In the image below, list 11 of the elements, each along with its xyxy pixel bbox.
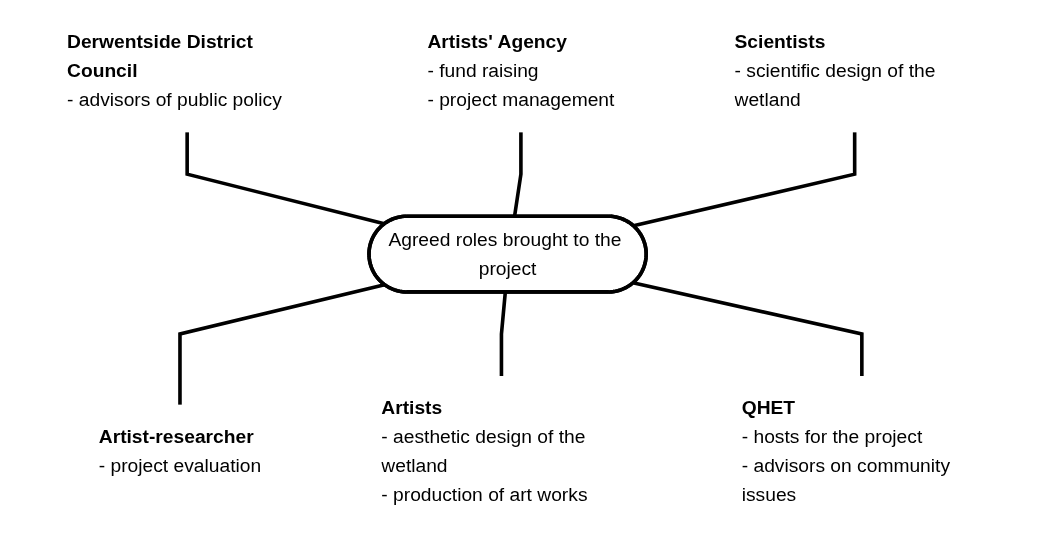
connector [499, 292, 508, 376]
node-text: Artists' Agency - fund raising - project management [427, 31, 615, 110]
node-text: Derwentside District Council - advisors of public policy [67, 31, 282, 110]
node-text: QHET - hosts for the project - advisors on community issues [741, 397, 951, 505]
node-text: Scientists - scientific design of the wetland [734, 31, 936, 110]
node-text: Artist-researcher - project evaluation [98, 426, 262, 476]
connector [185, 132, 386, 226]
connector [178, 283, 385, 405]
connector [633, 281, 864, 376]
node-text: Artists - aesthetic design of the wetland - production of art works [381, 397, 588, 505]
connector [633, 132, 857, 228]
